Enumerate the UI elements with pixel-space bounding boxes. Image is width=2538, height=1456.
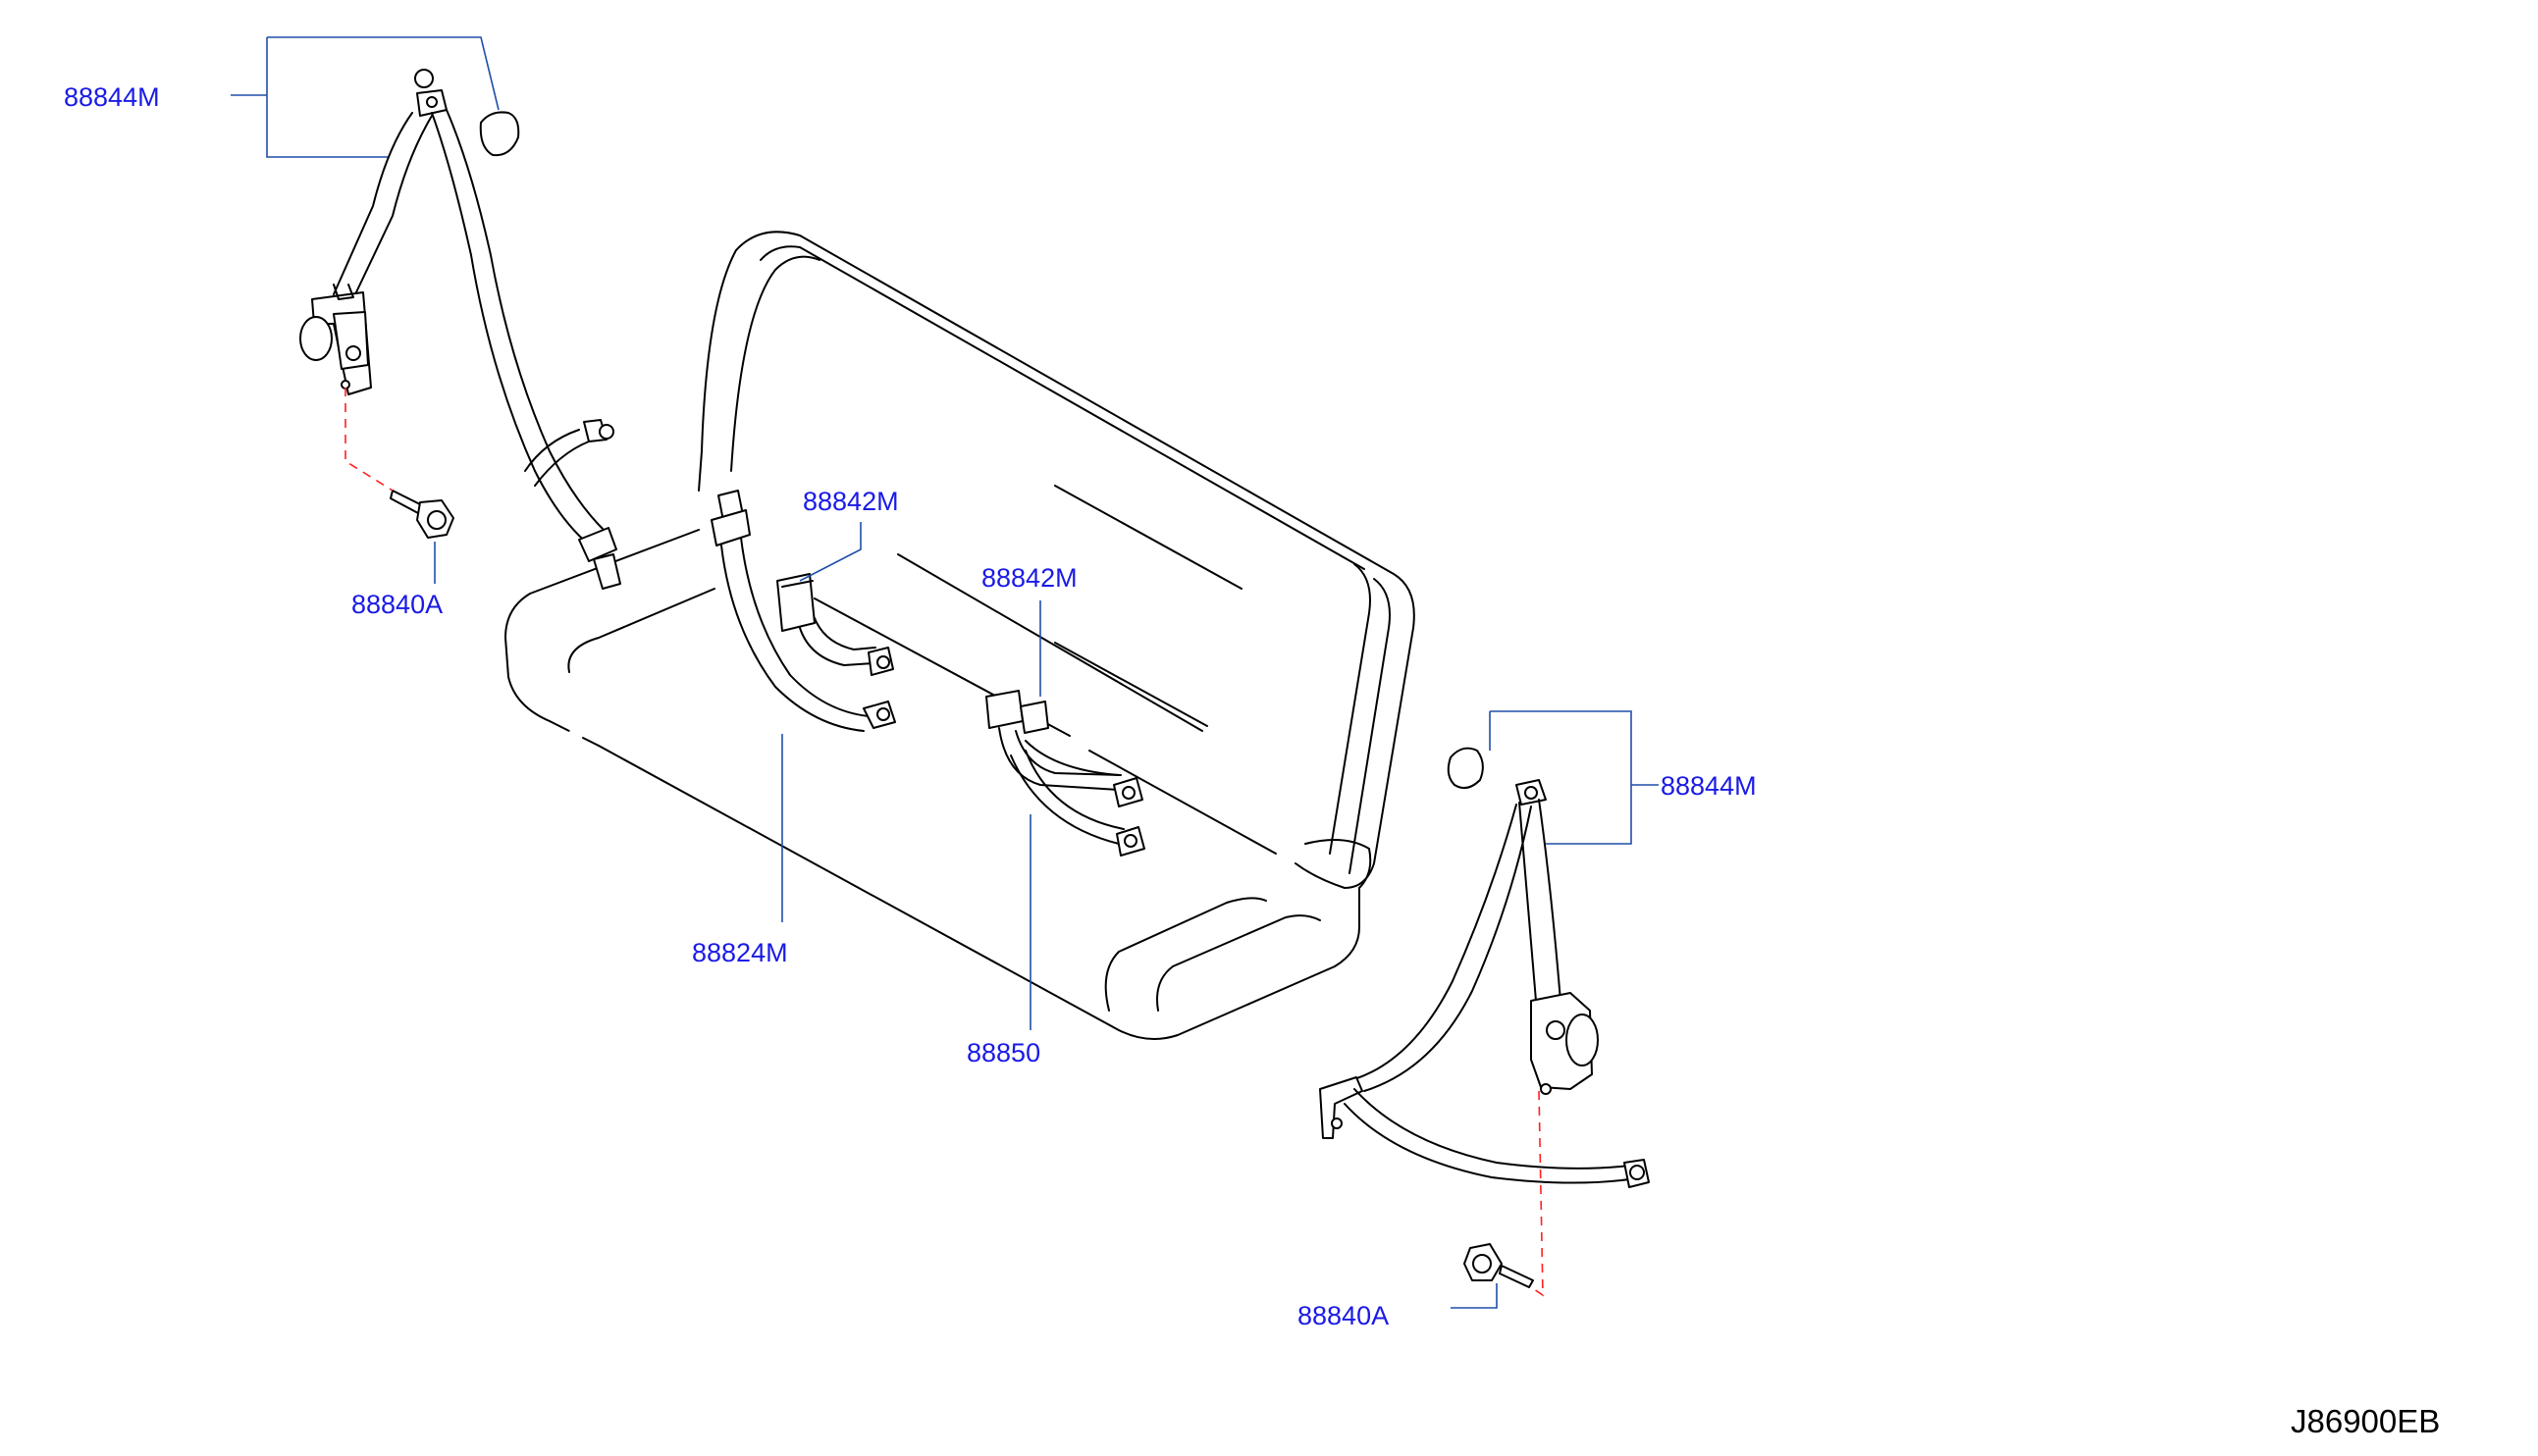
right-seat-belt-assembly [1319,747,1650,1188]
left-seat-belt-assembly [299,69,621,590]
left-hidden-line [344,388,394,492]
callout-88844m-right: 88844M [1661,771,1757,801]
center-seat-belt [711,490,870,732]
diagram-code: J86900EB [2291,1403,2440,1439]
callout-88844m-left: 88844M [64,82,160,112]
callout-88850: 88850 [967,1038,1040,1067]
right-bolt [1463,1243,1534,1288]
callout-88840a-left: 88840A [351,590,443,619]
callout-labels: 88844M 88840A 88842M 88842M 88824M 88850… [64,82,1757,1330]
callout-88824m: 88824M [692,938,788,967]
left-buckle [776,573,896,729]
leader-lines [231,36,1659,1309]
rear-bench-seat [504,231,1415,1040]
right-hidden-line [1530,1090,1544,1297]
left-bolt [390,490,454,539]
right-retractor [1530,992,1599,1095]
left-retractor [299,284,372,395]
callout-88842m-center: 88842M [981,563,1078,593]
callout-88842m-left: 88842M [803,487,899,516]
center-buckle [985,690,1145,857]
callout-88840a-right: 88840A [1297,1301,1389,1330]
